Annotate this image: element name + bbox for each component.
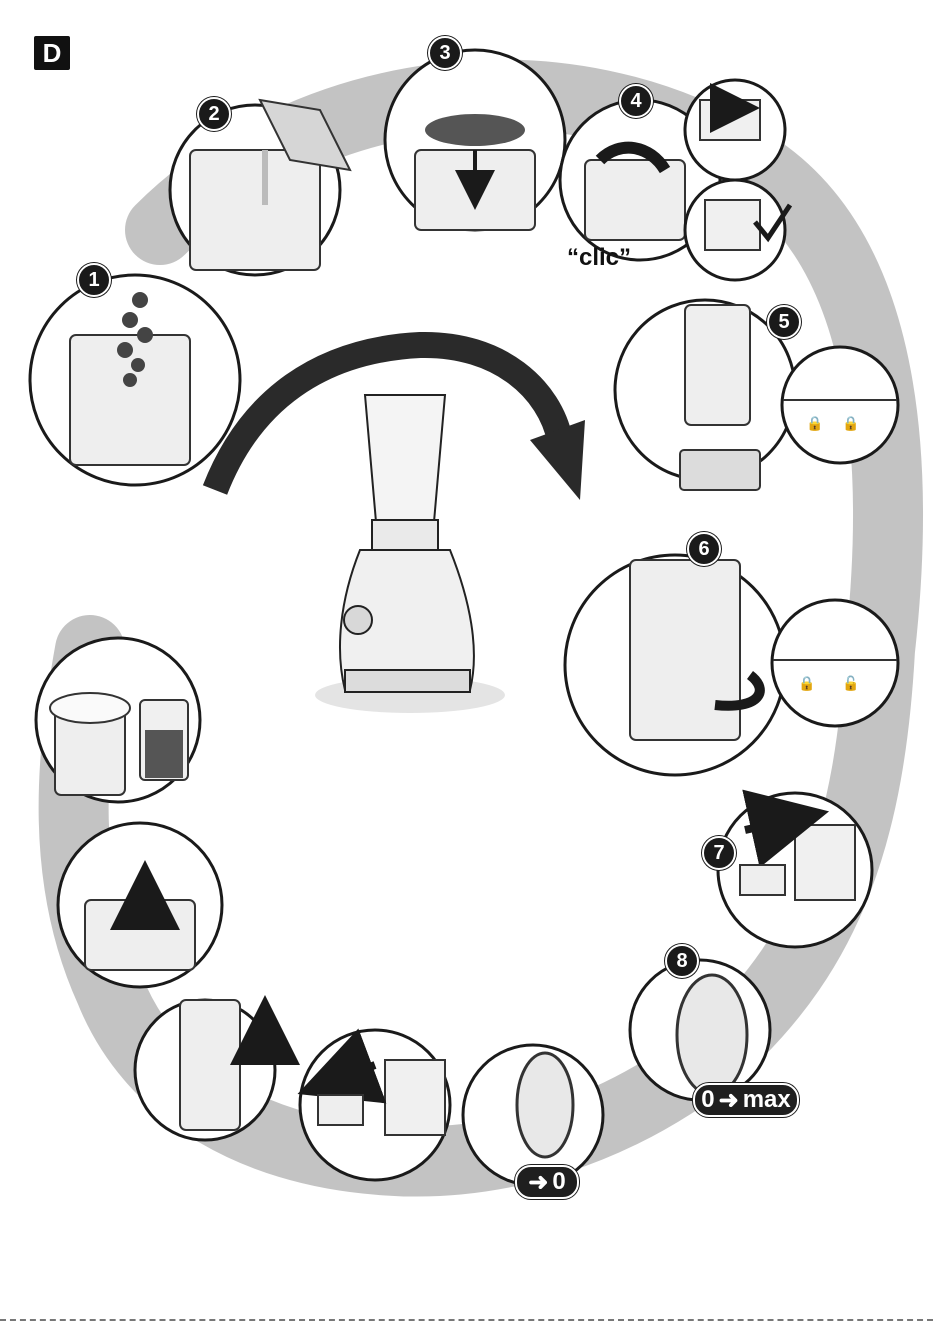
step-8-circle bbox=[630, 960, 770, 1100]
right-arrow-icon: ➜ bbox=[528, 1168, 548, 1197]
page-edge-dashes bbox=[0, 1319, 933, 1321]
lid-bottle-circle bbox=[36, 638, 200, 802]
lock-icon: 🔒 bbox=[806, 416, 823, 432]
switch-off-position: 0 bbox=[701, 1086, 714, 1114]
switch-off-circle bbox=[463, 1045, 603, 1185]
step-6-circle bbox=[565, 555, 785, 775]
switch-off-indicator: ➜ 0 bbox=[515, 1165, 579, 1199]
step-number-3: 3 bbox=[428, 36, 462, 70]
lock-icon: 🔒 bbox=[798, 676, 815, 692]
step-number-8: 8 bbox=[665, 944, 699, 978]
step-1-circle bbox=[30, 275, 240, 485]
step-number-1: 1 bbox=[77, 263, 111, 297]
switch-on-indicator: 0 ➜ max bbox=[693, 1083, 799, 1117]
remove-blade-circle bbox=[58, 823, 222, 987]
clic-sound-label: “clic” bbox=[556, 236, 642, 280]
right-arrow-icon: ➜ bbox=[719, 1086, 739, 1115]
step-6-detail: 🔒 🔓 bbox=[772, 600, 898, 726]
step-number-5: 5 bbox=[767, 305, 801, 339]
lock-icon: 🔒 bbox=[842, 416, 859, 432]
step-2-circle bbox=[170, 100, 350, 275]
section-label: D bbox=[34, 36, 70, 70]
blender-main-illustration bbox=[315, 395, 505, 713]
step-7-circle bbox=[718, 793, 872, 947]
step-3-circle bbox=[385, 50, 565, 230]
step-5-detail: 🔒 🔒 bbox=[782, 347, 898, 463]
step-number-7: 7 bbox=[702, 836, 736, 870]
unlock-icon: 🔓 bbox=[842, 675, 859, 692]
switch-zero-position: 0 bbox=[552, 1168, 565, 1196]
switch-max-position: max bbox=[743, 1086, 791, 1114]
unplug-circle bbox=[300, 1030, 450, 1180]
step-number-2: 2 bbox=[197, 97, 231, 131]
step-number-4: 4 bbox=[619, 84, 653, 118]
step-4-detail-top bbox=[685, 80, 785, 180]
step-number-6: 6 bbox=[687, 532, 721, 566]
lift-jar-circle bbox=[135, 1000, 275, 1140]
